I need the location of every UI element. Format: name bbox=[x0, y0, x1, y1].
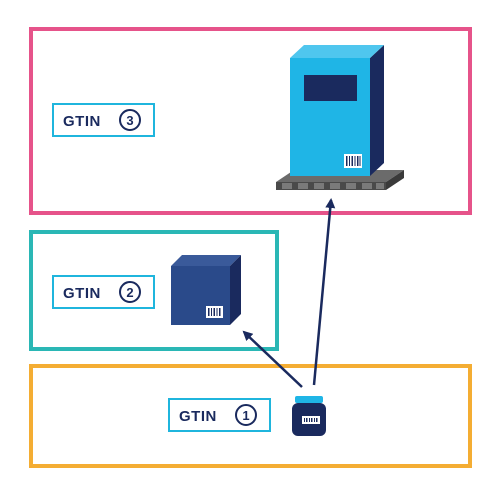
gtin-1-label: GTIN 1 bbox=[168, 398, 271, 432]
number-circle-2 bbox=[119, 281, 141, 303]
gtin-3-label: GTIN 3 bbox=[52, 103, 155, 137]
jar-icon bbox=[292, 396, 326, 436]
level-1-container bbox=[29, 364, 472, 468]
arrow-unit-to-pallet bbox=[312, 198, 336, 386]
level-2-container bbox=[29, 230, 279, 351]
barcode-icon bbox=[344, 154, 362, 168]
number-circle-3 bbox=[119, 109, 141, 131]
pallet-icon bbox=[276, 45, 404, 190]
gtin-1-number: 1 bbox=[242, 408, 249, 423]
gtin-3-text: GTIN bbox=[63, 113, 101, 130]
number-circle-1 bbox=[235, 404, 257, 426]
case-box-icon bbox=[171, 255, 241, 325]
level-3-container bbox=[29, 27, 472, 215]
gtin-1-text: GTIN bbox=[179, 408, 217, 425]
gtin-2-text: GTIN bbox=[63, 285, 101, 302]
gtin-2-label: GTIN 2 bbox=[52, 275, 155, 309]
arrow-unit-to-case bbox=[242, 330, 303, 388]
gtin-2-number: 2 bbox=[126, 285, 133, 300]
gtin-3-number: 3 bbox=[126, 113, 133, 128]
